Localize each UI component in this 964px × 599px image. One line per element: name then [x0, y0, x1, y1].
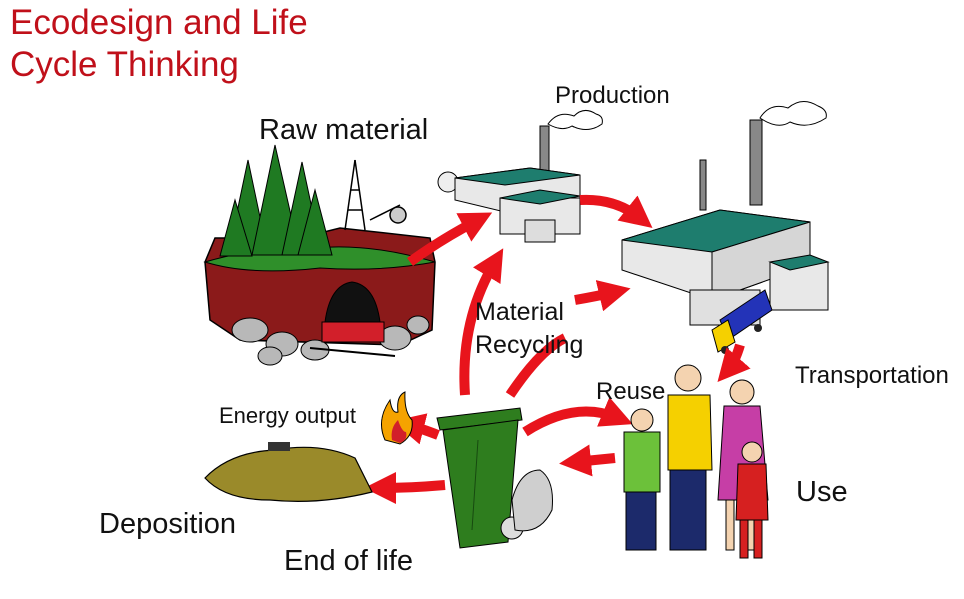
cycle-arrows: [363, 194, 751, 504]
arrow-recycling-to-factory: [505, 333, 568, 398]
raw-material-illustration: [203, 144, 436, 366]
label-use: Use: [796, 476, 848, 508]
title-line-2: Cycle Thinking: [10, 45, 239, 84]
label-material-recycling: Material Recycling: [475, 296, 583, 362]
label-energy-output: Energy output: [219, 403, 356, 428]
label-material-recycling-line2: Recycling: [475, 331, 584, 359]
arrow-production-to-factory: [579, 194, 653, 228]
slide-title: Ecodesign and Life Cycle Thinking: [10, 2, 308, 86]
label-raw-material: Raw material: [259, 114, 429, 146]
factory-production-1: [437, 110, 603, 243]
landfill-illustration: [204, 442, 373, 502]
oil-derrick: [344, 159, 407, 231]
label-deposition: Deposition: [99, 508, 237, 540]
title-line-1: Ecodesign and Life: [10, 3, 308, 42]
arrow-factory-to-use: [717, 343, 751, 383]
flame-icon: [380, 391, 413, 445]
factory-production-2: [621, 101, 830, 354]
arrow-raw-to-production: [407, 212, 493, 267]
arrow-use-to-end-of-life: [559, 444, 616, 477]
delivery-truck: [711, 289, 773, 354]
family-illustration: [623, 364, 769, 559]
label-production: Production: [555, 82, 670, 109]
arrow-reuse-loop: [522, 397, 633, 437]
label-end-of-life: End of life: [284, 545, 413, 577]
trees: [219, 144, 333, 257]
arrow-recycling-to-production: [459, 248, 504, 396]
arrow-recycling-to-factory-2: [574, 280, 631, 312]
label-transportation: Transportation: [795, 362, 949, 389]
label-material-recycling-line1: Material: [475, 298, 564, 326]
arrow-end-of-life-to-deposition: [363, 471, 446, 504]
label-reuse: Reuse: [596, 378, 666, 405]
waste-bin-illustration: [436, 407, 553, 549]
